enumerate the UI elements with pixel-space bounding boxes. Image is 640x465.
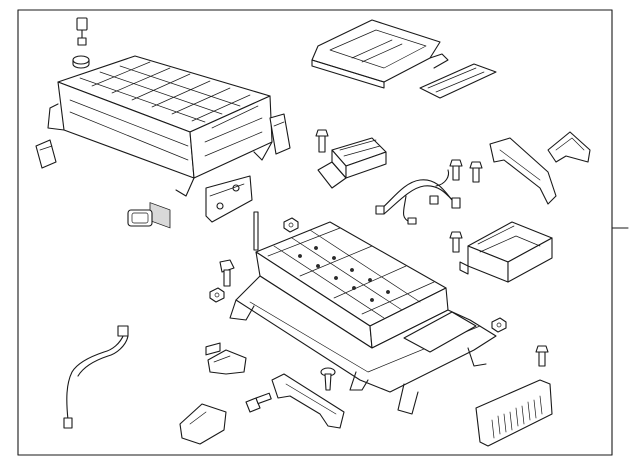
cap-icon bbox=[72, 55, 90, 69]
mounting-bracket-icon bbox=[205, 175, 253, 223]
cover-icon bbox=[311, 19, 449, 89]
terminal-dots bbox=[298, 246, 390, 302]
module-icon bbox=[459, 221, 553, 283]
bracket-icon bbox=[271, 373, 345, 429]
battery-pack-icon bbox=[229, 221, 497, 415]
bracket-icon bbox=[35, 139, 57, 169]
bracket-icon bbox=[179, 342, 227, 445]
bolt-icon bbox=[315, 129, 329, 153]
bolt-icon bbox=[449, 159, 463, 181]
strip-icon bbox=[419, 63, 497, 99]
handle-icon bbox=[207, 349, 247, 375]
harness-icon bbox=[375, 169, 461, 225]
shield-icon bbox=[489, 137, 557, 205]
bolt-icon bbox=[469, 161, 483, 183]
connector-plug-icon bbox=[76, 17, 88, 46]
bracket-icon bbox=[547, 131, 591, 163]
rod-icon bbox=[253, 211, 259, 251]
tube-icon bbox=[63, 325, 129, 429]
bolt-icon bbox=[535, 345, 549, 367]
bolt-icon bbox=[219, 259, 235, 287]
nut-icon bbox=[209, 287, 225, 303]
grille-icon bbox=[475, 379, 553, 447]
diagram-frame bbox=[17, 9, 629, 456]
plate-icon bbox=[269, 113, 291, 155]
nut-icon bbox=[283, 217, 299, 233]
bolt-icon bbox=[449, 231, 463, 253]
module-icon bbox=[317, 137, 387, 189]
battery-cover-icon bbox=[47, 55, 273, 229]
gasket-icon bbox=[127, 209, 153, 227]
bolt-icon bbox=[245, 392, 272, 413]
clip-icon bbox=[320, 367, 336, 391]
nut-icon bbox=[491, 317, 507, 333]
